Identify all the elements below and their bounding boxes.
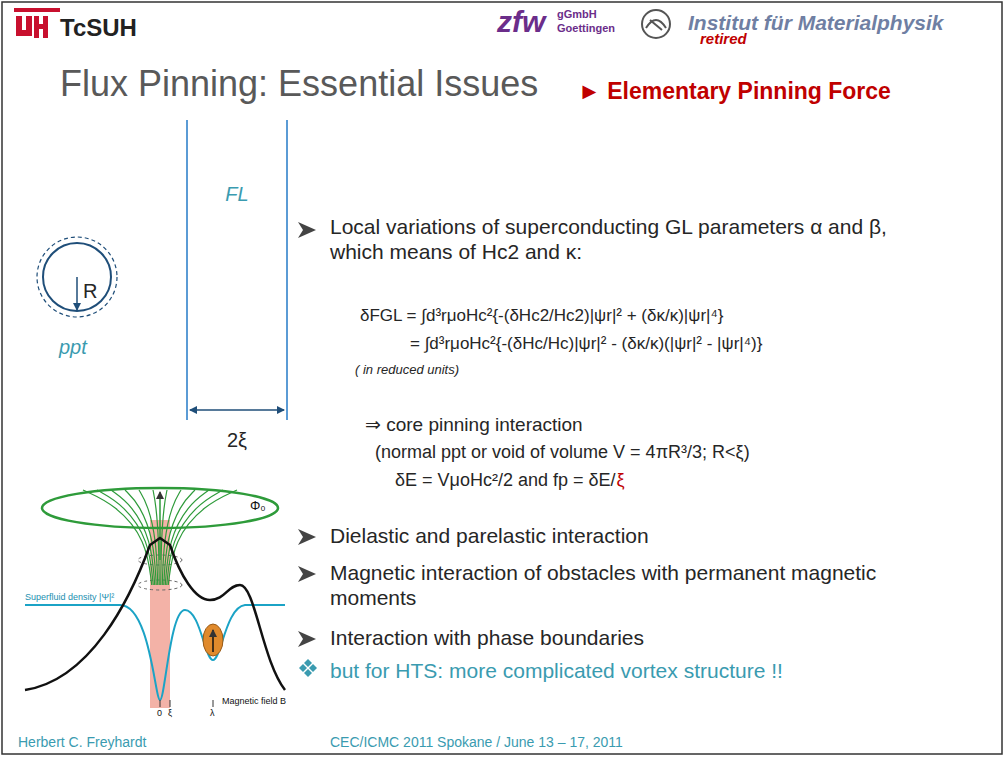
width-label: 2ξ — [227, 428, 247, 452]
flux-line-label: FL — [225, 182, 248, 206]
bullet-text: Magnetic interaction of obstacles with p… — [330, 560, 890, 610]
field-line — [111, 490, 155, 585]
result-text: ⇒ core pinning interaction — [365, 414, 583, 437]
field-line — [97, 490, 153, 585]
equation-symbol: ξ — [617, 470, 625, 492]
precipitate-circle: Rppt — [43, 243, 111, 311]
logo-subtext: gGmbH — [557, 8, 597, 21]
equation: = ∫d³rμoHc²{-(δHc/Hc)|ψr|² - (δκ/κ)(|ψr|… — [410, 334, 762, 354]
field-line — [165, 490, 209, 585]
axis-label: ξ — [168, 708, 172, 719]
footer-event: CEC/ICMC 2011 Spokane / June 13 – 17, 20… — [330, 734, 623, 751]
bullet-text: but for HTS: more complicated vortex str… — [330, 658, 783, 683]
bullet-text: Dielastic and parelastic interaction — [330, 523, 649, 548]
logo-subtext: Goettingen — [557, 22, 615, 35]
axis-label: 0 — [157, 708, 162, 719]
institute-note: retired — [700, 30, 747, 48]
logo-text: TcSUH — [60, 14, 137, 43]
radius-label: R — [83, 279, 97, 303]
curve-label: Magnetic field B — [222, 696, 286, 707]
field-line — [167, 490, 223, 585]
bullet-text: Local variations of superconducting GL p… — [330, 214, 905, 264]
flux-symbol: Φ₀ — [250, 498, 266, 514]
vortex-illustration — [25, 488, 285, 708]
equation: δE = VμoHc²/2 and fp = δE/ — [395, 470, 616, 492]
subtitle: ► Elementary Pinning Force — [578, 78, 891, 106]
logo-text: zfw — [497, 4, 545, 40]
curve-label: Superfluid density |Ψ|² — [25, 592, 114, 603]
field-line — [153, 490, 159, 585]
uh-logo — [14, 8, 60, 38]
slide-title: Flux Pinning: Essential Issues — [60, 62, 538, 105]
precipitate-label: ppt — [59, 335, 87, 359]
note: ( in reduced units) — [355, 362, 459, 378]
institute-logo — [642, 10, 670, 38]
circle-outline — [43, 243, 111, 311]
field-line — [83, 490, 152, 585]
band-outline — [187, 120, 287, 420]
axis-label: λ — [210, 708, 215, 719]
field-line — [168, 490, 237, 585]
bullet-text: Interaction with phase boundaries — [330, 625, 644, 650]
flux-line-band: FL2ξ — [187, 120, 287, 420]
footer-author: Herbert C. Freyhardt — [18, 734, 146, 751]
equation: δFGL = ∫d³rμoHc²{-(δHc2/Hc2)|ψr|² + (δκ/… — [360, 306, 723, 326]
result-text: (normal ppt or void of volume V = 4πR³/3… — [375, 442, 750, 464]
bullet-arrows — [298, 222, 316, 647]
diamond-bullet — [299, 659, 317, 677]
